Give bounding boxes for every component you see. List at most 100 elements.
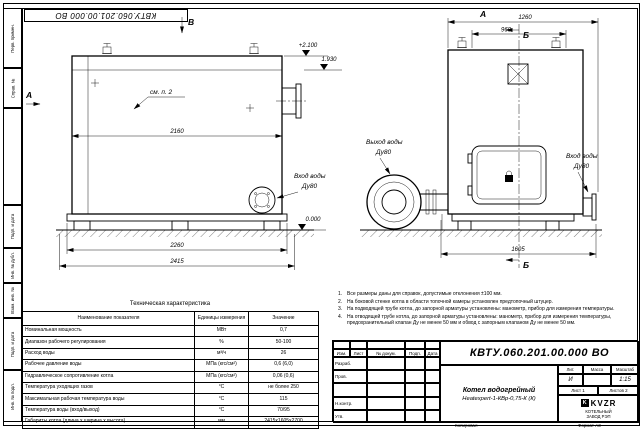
tb-cell [425, 396, 440, 410]
kvzr-logo-icon: K [580, 399, 589, 408]
dim-960: 960 [501, 28, 512, 34]
tb-cell [425, 357, 440, 371]
door-hinge [467, 153, 473, 164]
copied-label: Копировал [455, 422, 478, 428]
side-cell-podp-data-1: Подп. и дата [3, 205, 22, 248]
notes-block: 1.Все размеры даны для справок, допустим… [338, 291, 636, 328]
param-units: МПа (кгс/см²) [194, 359, 249, 372]
view-marks: В А [25, 17, 194, 106]
dim-1260: 1260 [518, 15, 532, 21]
pipe-callouts: Выход воды Ду80 Вход воды Ду80 Вход воды… [276, 138, 598, 199]
dim-1605: 1605 [511, 247, 525, 253]
door-callout: см. п. 2 [133, 89, 185, 110]
tb-cell [350, 341, 367, 349]
tb-cell [425, 409, 440, 423]
ground-hatch [360, 230, 602, 237]
tb-cell [405, 357, 425, 371]
param-name: Температура воды (вход/выход) [22, 404, 195, 418]
param-value: 2415х1605х2700 [248, 416, 319, 429]
inlet-water-side-dn: Ду80 [573, 163, 590, 170]
dim-2260: 2260 [169, 243, 184, 249]
sheets-cell: Листов 2 [598, 386, 639, 395]
top-valve-icon [101, 43, 113, 57]
tb-cell [405, 370, 425, 384]
param-name: Температура уходящих газов [22, 381, 195, 395]
inspection-hatch [507, 63, 529, 85]
param-name: Номинальная мощность [22, 324, 195, 338]
center-mark [246, 104, 254, 112]
note-4: 4.На отводящей трубе котла, до запорной … [338, 313, 612, 327]
tech-table: Наименование показателя Единицы измерени… [22, 311, 319, 429]
param-name: Диапазон рабочего регулирования [22, 336, 195, 349]
logo-text: KVZR [590, 398, 617, 408]
tb-row-checked: Пров. [333, 370, 367, 384]
outlet-flange [366, 174, 448, 230]
param-units: мм [194, 416, 249, 429]
base-skid [451, 213, 575, 222]
foot [171, 220, 189, 231]
title-block: Изм. Лист № докум. Подп. Дата Разраб. Пр… [332, 340, 639, 423]
top-valve-icon [550, 37, 562, 51]
side-cell-sprav-no: Справ. № [3, 68, 22, 108]
base-skid [66, 213, 288, 222]
company-name-line2: ЗАВОД РЭП [586, 414, 611, 420]
tb-row-ncontrol: Н.контр. [333, 396, 367, 410]
tech-table-title: Техническая характеристика [129, 301, 211, 307]
level-marks: +2.100 1.930 0.000 [284, 43, 342, 231]
foot [545, 220, 560, 231]
view-letter-a-left: А [25, 90, 32, 100]
inverted-doc-number-stamp: КВТУ.060.201.00.000 ВО [24, 9, 188, 22]
param-value: 26 [248, 347, 319, 361]
boiler-side-view [360, 37, 602, 237]
doc-number: КВТУ.060.201.00.000 ВО [440, 341, 639, 365]
inlet-water-front-label: Вход воды [294, 172, 326, 180]
center-mark [91, 79, 99, 87]
foot [73, 220, 91, 231]
param-units: °С [194, 404, 249, 418]
company-cell: K KVZR КОТЕЛЬНЫЙ ЗАВОД РЭП [558, 395, 639, 423]
ground-hatch [56, 230, 314, 237]
tb-col-izm: Изм. [333, 349, 350, 357]
param-units: МВт [194, 324, 249, 338]
door-hinge [467, 185, 473, 196]
param-units: МПа (кгс/см²) [194, 370, 249, 383]
side-dimensions: 1260 960 1605 [440, 15, 599, 258]
top-valve-icon [248, 43, 260, 57]
dim-2415: 2415 [169, 259, 184, 265]
side-cell-empty [3, 108, 22, 205]
level-triangle [298, 224, 306, 230]
tb-cell [405, 409, 425, 423]
inlet-water-front-dn: Ду80 [301, 183, 318, 190]
dim-2160: 2160 [169, 129, 184, 135]
mass-value [583, 374, 611, 386]
product-name-line1: Котел водогрейный [462, 386, 536, 394]
tb-cell [425, 383, 440, 397]
side-cell-perv-primen: Перв. примен. [3, 8, 22, 68]
tb-col-date: Дата [425, 349, 440, 357]
top-valve-icon [456, 37, 468, 51]
param-value: 115 [248, 393, 319, 406]
level-plus-2100: +2.100 [299, 43, 318, 49]
table-row: Габариты котла (длина х ширина х высота)… [22, 416, 319, 429]
tb-col-doc: № докум. [367, 349, 405, 357]
level-1930: 1.930 [321, 57, 337, 63]
table-row: Диапазон рабочего регулирования%50-100 [22, 336, 319, 349]
boiler-door [467, 145, 547, 205]
scale-label: Масштаб [611, 365, 639, 374]
drawing-canvas: 2160 2260 2415 +2.100 1.930 0.000 В [25, 9, 602, 270]
param-units: м³/ч [194, 347, 249, 361]
product-name-line2: Heatexpert-1-КВр-0,75-К (К) [462, 395, 536, 402]
door-lock-icon [505, 170, 513, 182]
lit-value: И [558, 374, 583, 386]
note-2: 2.На боковой стенке котла в области топо… [338, 298, 553, 305]
front-dimensions: 2160 2260 2415 [59, 129, 295, 270]
tech-header-row: Наименование показателя Единицы измерени… [22, 311, 319, 326]
tb-cell [367, 341, 405, 349]
param-name: Рабочее давление воды [22, 359, 195, 372]
tb-cell [367, 383, 405, 397]
level-triangle [302, 50, 310, 56]
